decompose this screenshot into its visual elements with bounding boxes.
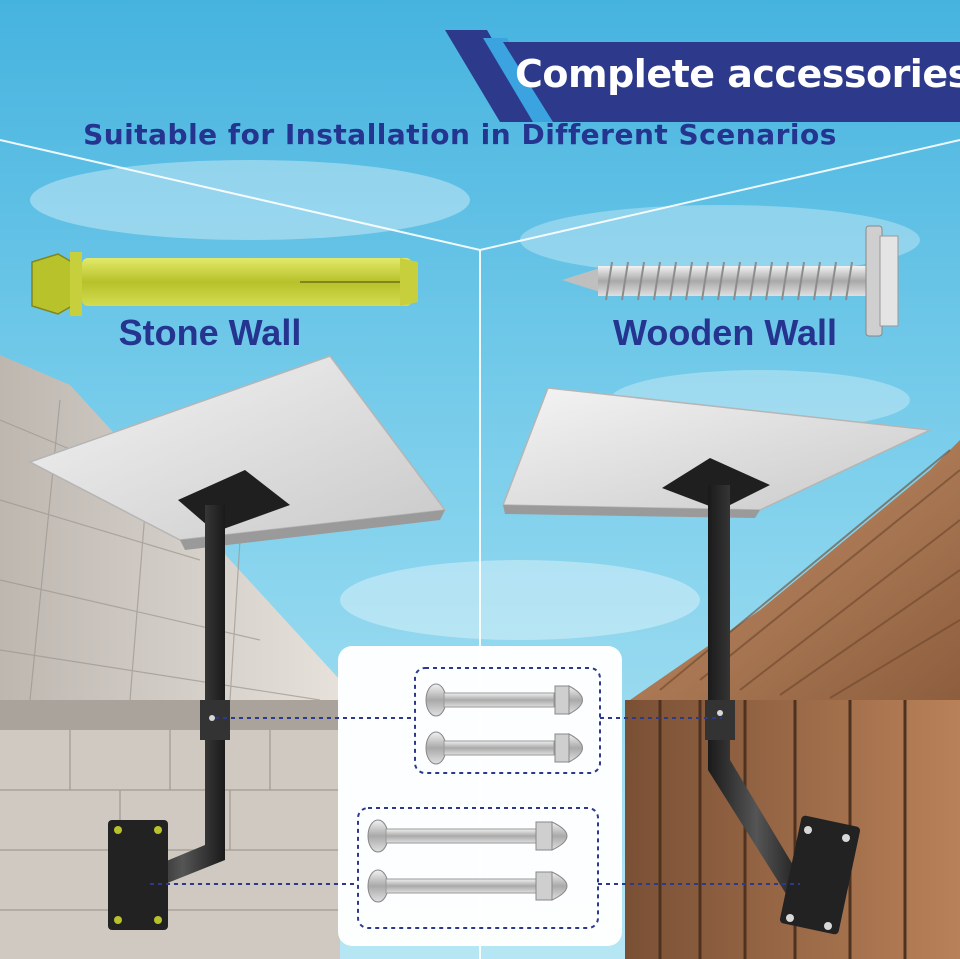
title-banner: Complete accessories: [445, 30, 960, 122]
banner-shape: [445, 30, 960, 122]
stone-wall-label: Stone Wall: [118, 312, 302, 353]
short-bolt-icon: [425, 683, 583, 765]
wooden-wall-label: Wooden Wall: [613, 312, 837, 353]
banner-title: Complete accessories: [515, 52, 960, 96]
subtitle: Suitable for Installation in Different S…: [83, 118, 837, 151]
long-bolt-icon: [367, 819, 568, 903]
